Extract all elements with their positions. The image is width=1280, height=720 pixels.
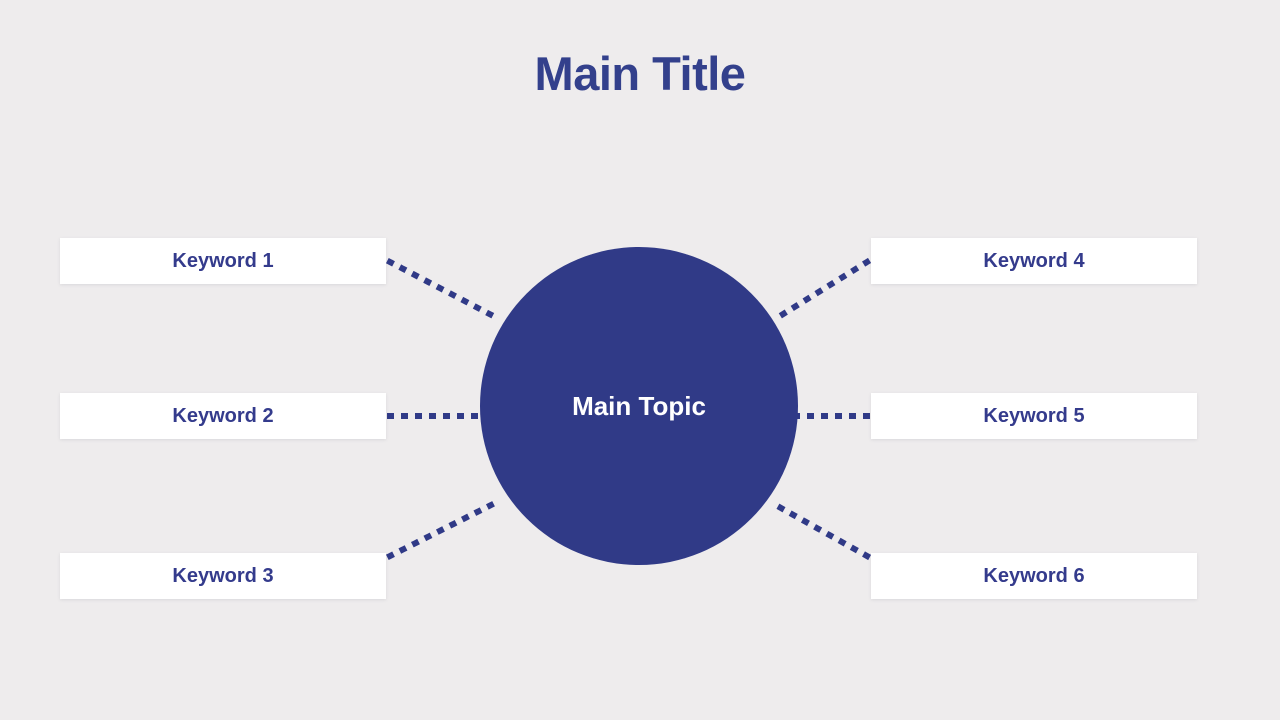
connector-keyword-4-line (775, 257, 872, 321)
keyword-label-6: Keyword 6 (983, 564, 1085, 587)
connector-keyword-6-line (767, 498, 872, 561)
keyword-label-1: Keyword 1 (172, 249, 274, 272)
keyword-label-3: Keyword 3 (172, 564, 274, 587)
connector-keyword-1-line (385, 257, 506, 325)
keyword-box-4[interactable]: Keyword 4 (871, 238, 1197, 284)
keyword-box-5[interactable]: Keyword 5 (871, 393, 1197, 439)
keyword-label-2: Keyword 2 (172, 404, 274, 427)
central-topic-circle[interactable]: Main Topic (480, 247, 798, 565)
central-topic-label: Main Topic (572, 390, 706, 421)
keyword-box-2[interactable]: Keyword 2 (60, 393, 386, 439)
keyword-box-6[interactable]: Keyword 6 (871, 553, 1197, 599)
page-title: Main Title (534, 47, 746, 100)
keyword-label-4: Keyword 4 (983, 249, 1085, 272)
keyword-box-1[interactable]: Keyword 1 (60, 238, 386, 284)
keyword-label-5: Keyword 5 (983, 404, 1085, 427)
connector-keyword-3-line (385, 495, 506, 561)
keyword-box-3[interactable]: Keyword 3 (60, 553, 386, 599)
